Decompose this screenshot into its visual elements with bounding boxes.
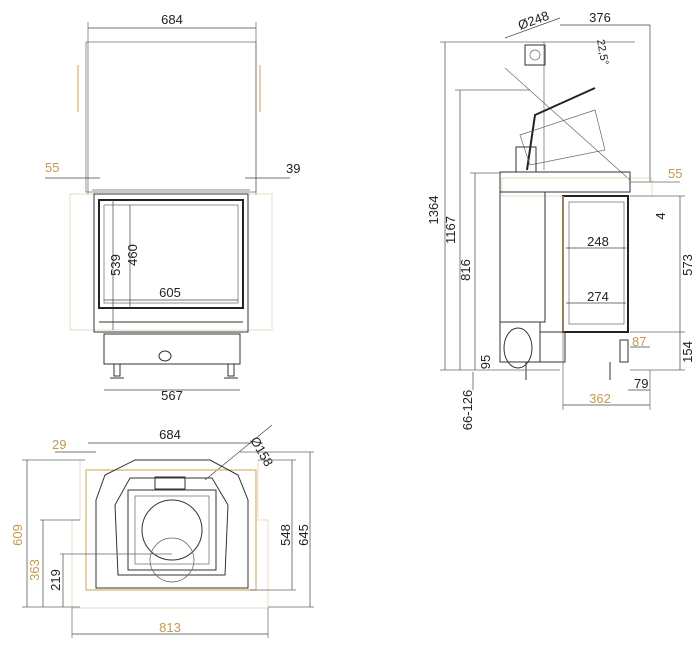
dim-front-left-offset: 55: [45, 160, 59, 175]
dim-side-gap: 4: [653, 212, 668, 219]
dim-side-top-offset: 55: [668, 166, 682, 181]
front-base: [103, 333, 241, 365]
dim-plan-mid-depth: 363: [27, 559, 42, 581]
dim-side-glass-height: 573: [680, 254, 695, 276]
dim-side-base-depth: 362: [589, 391, 611, 406]
dim-side-flue-diameter: Ø248: [516, 8, 551, 33]
plan-view: 684 29 Ø158 609 363 219 548 645 813: [10, 424, 314, 638]
dim-plan-flue-depth: 219: [48, 569, 63, 591]
dim-front-right-offset: 39: [286, 161, 300, 176]
dim-side-total-height: 1364: [426, 196, 441, 225]
dim-plan-body-depth: 548: [278, 524, 293, 546]
dim-side-front-offset: 87: [632, 334, 646, 349]
side-glass-door: [562, 195, 629, 333]
dim-side-flue-height: 1167: [443, 216, 458, 244]
dim-plan-width: 684: [159, 427, 181, 442]
air-inlet: [503, 327, 533, 369]
glass-panels: [85, 41, 257, 193]
dim-plan-outer-depth: 645: [296, 524, 311, 546]
front-gold-frame: [69, 193, 273, 331]
dim-plan-flue-diameter: Ø158: [247, 434, 276, 469]
dim-side-base-height: 154: [680, 341, 695, 363]
dim-side-leg-offset: 79: [634, 376, 648, 391]
dim-front-width: 684: [161, 12, 183, 27]
dim-side-glass-depth-top: 248: [587, 234, 609, 249]
dim-side-body-height: 816: [458, 259, 473, 281]
dim-front-glass-height: 460: [125, 244, 140, 266]
flue-outlet: [524, 44, 546, 66]
dim-plan-outer-width: 813: [159, 620, 181, 635]
dim-side-depth-top: 376: [589, 10, 611, 25]
dim-side-leg-range: 66-126: [460, 390, 475, 430]
dim-plan-side-offset: 29: [52, 437, 66, 452]
dim-side-angle: 22,5°: [594, 38, 610, 66]
dim-front-glass-width: 605: [159, 285, 181, 300]
dim-front-outer-height: 539: [108, 254, 123, 276]
dim-side-foot-offset: 95: [478, 355, 493, 369]
front-view: 684 55 39 539 460 605 567: [45, 12, 300, 403]
dim-side-glass-depth-bottom: 274: [587, 289, 609, 304]
front-body: [93, 193, 249, 333]
plan-flue-circle: [141, 499, 203, 561]
side-top-plate: [499, 171, 631, 193]
dim-front-base-width: 567: [161, 388, 183, 403]
plan-body: [95, 459, 249, 589]
dim-plan-total-depth: 609: [10, 524, 25, 546]
plan-firebox: [127, 489, 217, 571]
side-view: 376 Ø248 22,5° 1364 1167 816 95 66-12: [426, 8, 695, 430]
front-glass: [98, 199, 244, 309]
